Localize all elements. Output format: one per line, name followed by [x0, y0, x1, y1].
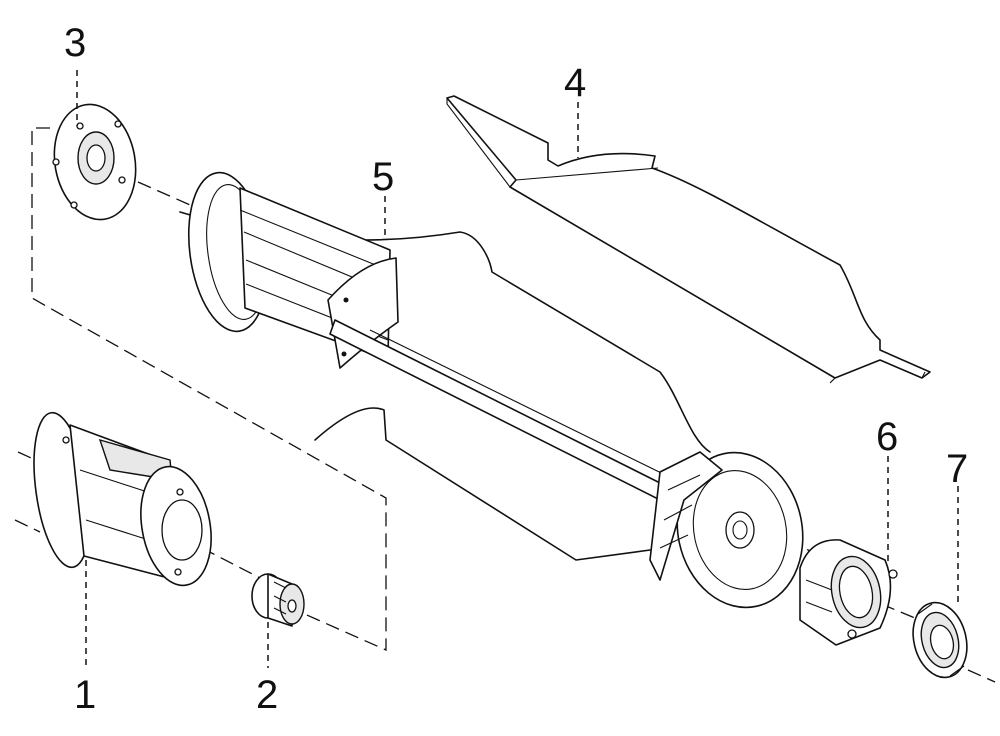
part-number-5: 5 [372, 155, 394, 199]
motor-housing-part [33, 411, 212, 587]
flat-plate-part [446, 95, 931, 384]
roller-drum-part [179, 171, 804, 609]
splined-flange-part [52, 103, 137, 221]
ball-bearing-part [912, 601, 968, 679]
part-number-6: 6 [876, 415, 898, 459]
part-number-4: 4 [564, 61, 586, 105]
part-number-7: 7 [946, 447, 968, 491]
leader-lines [76, 70, 959, 668]
bearing-housing-part [799, 539, 898, 646]
part-number-3: 3 [64, 21, 86, 65]
pinion-gear-part [251, 573, 305, 627]
part-number-1: 1 [74, 673, 96, 717]
part-number-2: 2 [256, 673, 278, 717]
